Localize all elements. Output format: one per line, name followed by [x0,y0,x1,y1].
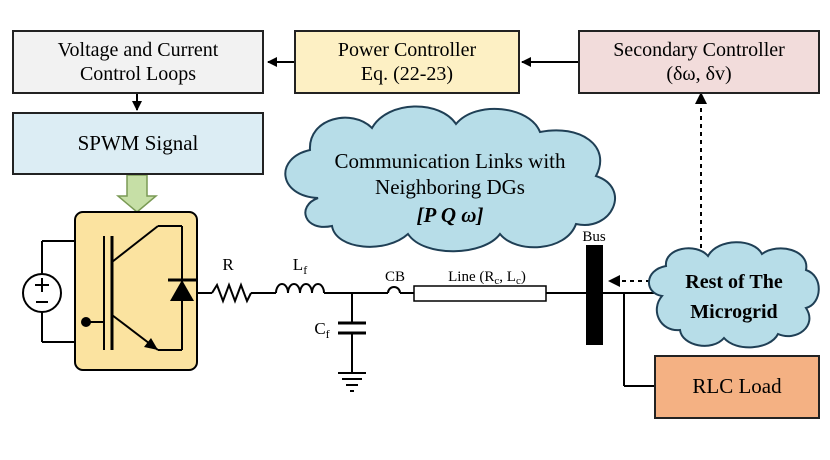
diode-icon [170,280,194,301]
line-label: Line (Rc, Lc) [448,269,526,287]
dc-source-icon [22,273,62,313]
rest-line-1: Rest of The [685,271,783,293]
inverter-block [74,211,198,371]
resistor-icon [211,282,252,304]
secondary-controller-line-2: (δω, δv) [666,63,732,85]
power-controller-line-1: Power Controller [337,39,477,61]
voltage-current-line-1: Voltage and Current [57,39,219,61]
cloud-line-1: Communication Links with [335,149,566,173]
resistor-label: R [222,255,234,274]
rlc-load-label: RLC Load [692,374,782,399]
spwm-signal-block: SPWM Signal [12,112,264,175]
voltage-current-line-2: Control Loops [79,63,197,85]
secondary-controller-block: Secondary Controller (δω, δv) [578,30,820,94]
power-controller-block: Power Controller Eq. (22-23) [294,30,520,94]
cloud-line-3: [P Q ω] [417,203,484,227]
dotted-link-cloud-secondary [614,98,702,282]
spwm-label: SPWM Signal [77,130,199,155]
communication-cloud [284,105,616,253]
rlc-load-block: RLC Load [654,355,820,419]
ground-icon [338,372,366,392]
breaker-label: CB [385,269,405,285]
power-controller-line-2: Eq. (22-23) [360,63,454,85]
circuit-breaker-icon [387,286,401,294]
voltage-current-control-block: Voltage and Current Control Loops [12,30,264,94]
rest-line-2: Microgrid [690,301,777,323]
cloud-line-2: Neighboring DGs [375,175,525,199]
inductor-label: Lf [293,255,307,277]
bus-bar [586,245,603,345]
bus-label: Bus [582,229,606,245]
line-impedance-block [413,285,547,302]
rest-of-microgrid-cloud [648,241,820,349]
capacitor-label: Cf [314,319,329,341]
arrow-spwm-to-inverter [115,174,159,213]
secondary-controller-line-1: Secondary Controller [613,39,785,61]
inductor-icon [275,283,325,294]
